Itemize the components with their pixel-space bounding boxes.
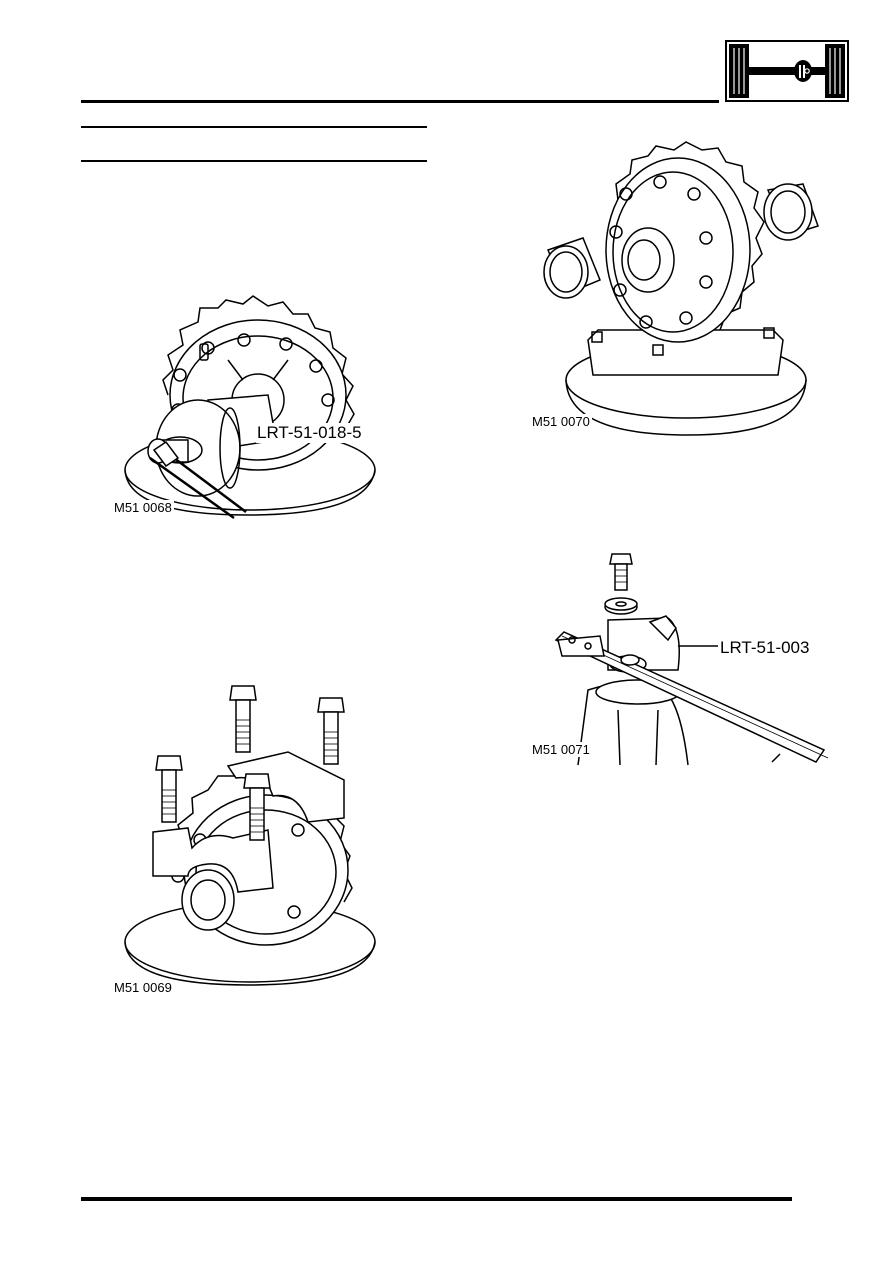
figure-m51-0070: M51 0070 [528, 150, 828, 435]
tool-callout-label: LRT-51-018-5 [256, 423, 363, 443]
differential-bearings-illustration [528, 150, 828, 435]
figure-caption: M51 0071 [530, 742, 592, 757]
tool-callout-label: LRT-51-003 [720, 638, 810, 657]
figure-m51-0068: M51 0068 LRT-51-018-5 [108, 300, 408, 525]
figure-m51-0071: M51 0071 LRT-51-003 [528, 540, 828, 765]
pinion-tool-illustration [528, 540, 828, 765]
bearing-cap-bolts-illustration [108, 680, 408, 1000]
footer-rule [81, 1197, 792, 1201]
figure-m51-0069: M51 0069 [108, 680, 408, 1000]
figure-caption: M51 0068 [112, 500, 174, 515]
column-rule-bottom [81, 160, 427, 162]
figure-caption: M51 0070 [530, 414, 592, 429]
header-rule [81, 100, 719, 103]
figure-caption: M51 0069 [112, 980, 174, 995]
axle-section-icon [725, 40, 849, 102]
differential-tool-illustration [108, 300, 408, 525]
column-rule-top [81, 126, 427, 128]
